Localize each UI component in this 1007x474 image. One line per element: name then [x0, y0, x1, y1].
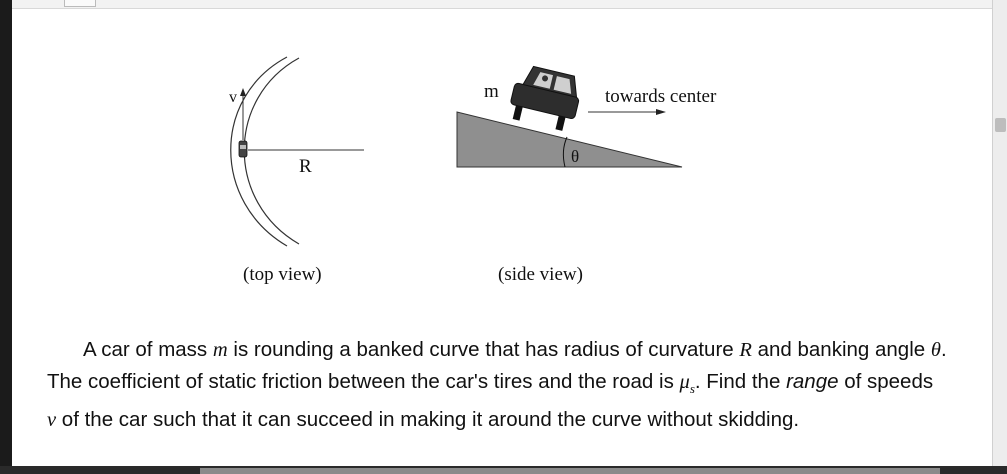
physics-figure: v R (top view) θ m towards center (side: [229, 56, 717, 285]
speed-symbol: v: [47, 409, 57, 432]
vertical-scrollbar[interactable]: [992, 0, 1007, 474]
banked-incline: [456, 111, 683, 168]
velocity-arrowhead: [240, 88, 246, 96]
curve-inner-arc: [230, 56, 288, 247]
velocity-label: v: [229, 89, 237, 106]
range-emphasis: range: [786, 370, 839, 393]
problem-text-segment: A car of mass: [83, 338, 213, 361]
towards-center-arrowhead: [656, 109, 666, 115]
problem-text-segment: . Find the: [694, 370, 787, 393]
viewer-top-bar: [12, 0, 992, 9]
problem-text-segment: . The coefficient of static friction bet…: [47, 338, 947, 393]
mu-subscript: s: [689, 381, 695, 397]
radius-symbol: R: [739, 339, 752, 361]
toolbar-tab[interactable]: [64, 0, 96, 7]
top-view-caption: (top view): [243, 264, 322, 285]
problem-statement: A car of mass m is rounding a banked cur…: [47, 334, 947, 436]
side-view-caption: (side view): [498, 264, 583, 285]
problem-text-segment: and banking angle: [751, 338, 931, 361]
document-page: [12, 8, 992, 466]
mass-label: m: [484, 81, 499, 102]
angle-arc: [562, 136, 568, 168]
scrollbar-thumb[interactable]: [995, 118, 1006, 132]
angle-symbol: θ: [930, 339, 941, 361]
side-view-diagram: θ m towards center (side view): [456, 65, 717, 285]
side-view-car: [510, 65, 580, 131]
top-view-diagram: v R (top view): [229, 56, 364, 285]
problem-text-segment: of the car such that it can succeed in m…: [56, 408, 800, 432]
problem-text-segment: of speeds: [838, 370, 934, 393]
radius-label: R: [299, 156, 312, 177]
horizontal-scrollbar[interactable]: [200, 468, 940, 474]
towards-center-label: towards center: [605, 86, 717, 107]
mu-symbol: μ: [679, 371, 690, 393]
car-window: [240, 145, 246, 149]
bottom-status-strip: [0, 466, 1007, 474]
angle-label: θ: [571, 147, 579, 166]
problem-text-segment: is rounding a banked curve that has radi…: [227, 338, 740, 361]
mass-symbol: m: [212, 339, 228, 361]
friction-coefficient-symbol: μs: [679, 371, 695, 397]
